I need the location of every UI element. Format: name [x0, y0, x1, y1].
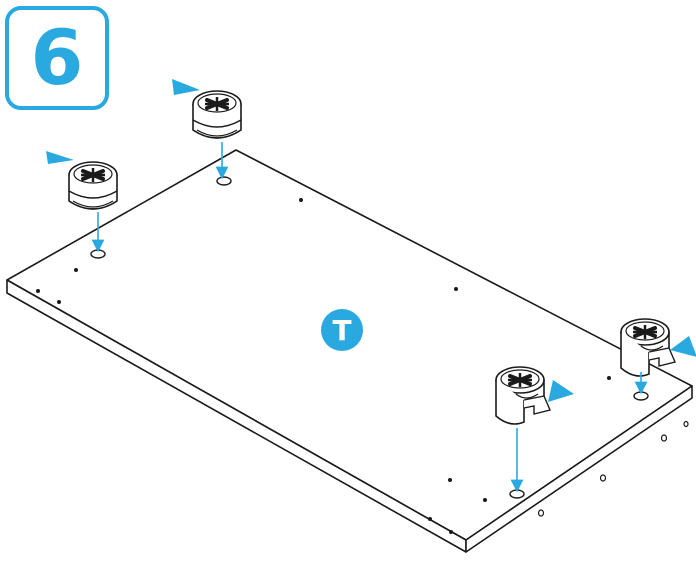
cam-lock-icon	[67, 160, 119, 211]
panel-board	[6, 149, 693, 553]
part-label-badge: T	[321, 309, 363, 351]
panel-holes	[36, 198, 611, 534]
cam-hole	[509, 489, 525, 499]
hole	[448, 478, 452, 482]
hole	[36, 289, 40, 293]
hole	[607, 376, 611, 380]
direction-arrow-icon	[670, 336, 696, 357]
step-number-badge: 6	[5, 6, 109, 110]
cam-lock-icon	[191, 89, 243, 140]
cam-lock-icon	[619, 317, 677, 378]
hole	[449, 530, 453, 534]
side-edge-holes	[537, 420, 689, 517]
direction-arrow-icon	[46, 151, 74, 164]
direction-arrow-icon	[172, 79, 200, 95]
direction-arrow-icon	[548, 380, 574, 402]
hole	[483, 498, 487, 502]
edge-hole	[599, 474, 607, 482]
edge-hole	[660, 434, 668, 442]
cam-hole	[633, 391, 649, 401]
hole	[57, 300, 61, 304]
cam-hole	[90, 249, 106, 259]
hole	[454, 287, 458, 291]
edge-hole	[537, 509, 545, 517]
hole	[428, 517, 432, 521]
edge-hole	[683, 420, 689, 428]
step-number: 6	[30, 13, 84, 102]
hole	[74, 268, 78, 272]
panel-side-edge	[465, 385, 693, 553]
part-label-text: T	[332, 314, 351, 347]
cam-hole	[216, 176, 232, 186]
hole	[299, 198, 303, 202]
